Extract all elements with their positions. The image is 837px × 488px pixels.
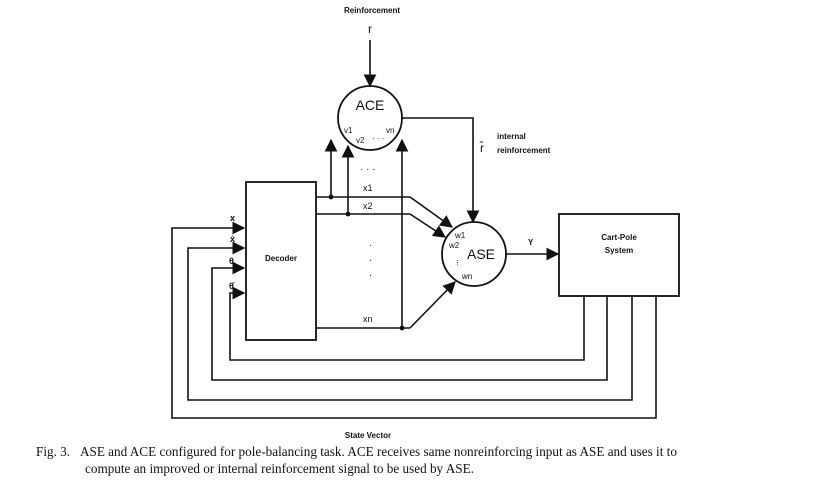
caption-line-2: compute an improved or internal reinforc… — [85, 461, 474, 476]
state-var-x: x — [230, 213, 235, 223]
feedback-theta-dot — [229, 286, 585, 361]
internal-reinforcement-arrow — [402, 117, 480, 224]
r-symbol: r — [368, 22, 372, 36]
output-y-label: Y — [528, 238, 534, 247]
top-dots: · · · — [360, 164, 376, 175]
cartpole-system-label: System — [605, 246, 633, 255]
feedback-x — [171, 221, 657, 419]
reinforcement-sub-label: reinforcement — [497, 146, 551, 155]
state-var-theta-dot: θ̇ — [229, 281, 235, 291]
state-vector-label: State Vector — [345, 431, 391, 440]
vertical-dot-2: · — [369, 255, 372, 266]
feedback-theta — [211, 261, 608, 381]
ase-weight-w1: w1 — [454, 231, 466, 240]
ace-dots: · · · — [372, 134, 384, 143]
decoder-box — [245, 181, 317, 341]
caption-line-1: Fig. 3. ASE and ACE configured for pole-… — [36, 443, 677, 460]
ace-weight-v2: v2 — [356, 136, 365, 145]
cartpole-box — [558, 213, 680, 297]
feedback-x-dot — [187, 241, 633, 401]
output-x2-label: x2 — [363, 201, 373, 211]
r-hat-symbol: r̂ — [479, 140, 484, 155]
reinforcement-label: Reinforcement — [344, 6, 400, 15]
junction-dot — [328, 194, 334, 200]
internal-label: internal — [497, 132, 526, 141]
cartpole-label: Cart-Pole — [601, 233, 637, 242]
output-x1-arrow — [409, 196, 454, 228]
ace-weight-v1: v1 — [344, 126, 353, 135]
ase-weight-w2: w2 — [448, 241, 460, 250]
ase-ace-diagram: Reinforcement r ACE v1 v2 · · · vn r̂ in… — [171, 6, 680, 440]
junction-dot — [399, 325, 405, 331]
ase-dots: ⋮ — [454, 260, 461, 267]
state-var-x-dot: ẋ — [230, 234, 235, 244]
ace-weight-vn: vn — [386, 126, 394, 135]
output-x2-arrow — [409, 213, 447, 238]
state-var-theta: θ — [229, 256, 234, 266]
caption-text-1: ASE and ACE configured for pole-balancin… — [79, 444, 677, 459]
vertical-dot-3: · — [369, 270, 372, 281]
decoder-label: Decoder — [265, 254, 297, 263]
junction-dot — [345, 211, 351, 217]
output-x1-label: x1 — [363, 183, 373, 193]
figure-number: Fig. 3. — [36, 444, 71, 459]
ace-label: ACE — [356, 97, 385, 113]
output-xn-label: xn — [363, 314, 373, 324]
output-xn-arrow — [409, 281, 456, 329]
vertical-dot-1: · — [369, 240, 372, 251]
ase-label: ASE — [467, 246, 495, 262]
ace-node — [337, 85, 403, 151]
ase-weight-wn: wn — [461, 272, 472, 281]
